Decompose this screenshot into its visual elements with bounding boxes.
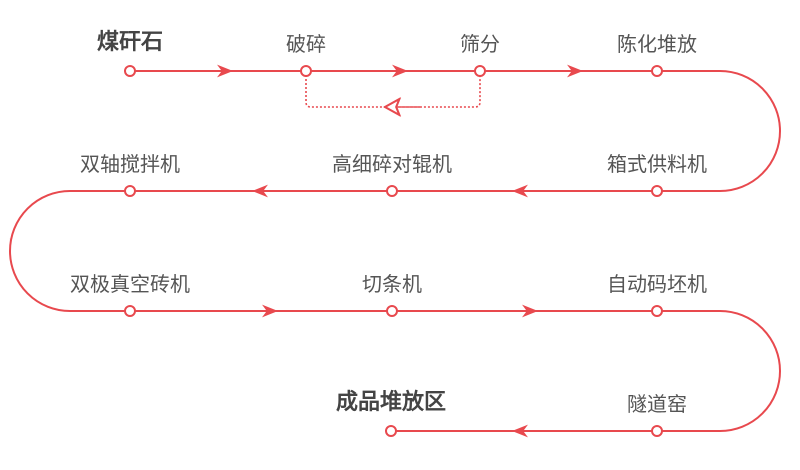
- node-label-box-feeder: 箱式供料机: [607, 152, 707, 176]
- node-marker: [124, 305, 136, 317]
- node-marker: [386, 305, 398, 317]
- node-label-twin-shaft-mixer: 双轴搅拌机: [80, 152, 180, 176]
- flow-turn-1: [657, 70, 781, 192]
- node-label-vacuum-brick-machine: 双极真空砖机: [70, 272, 190, 296]
- node-marker: [651, 65, 663, 77]
- node-label-strip-cutter: 切条机: [362, 272, 422, 296]
- node-label-screening: 筛分: [460, 32, 500, 56]
- node-label-aging-stack: 陈化堆放: [617, 32, 697, 56]
- node-marker: [474, 65, 486, 77]
- node-marker: [651, 185, 663, 197]
- node-marker: [124, 185, 136, 197]
- node-marker: [386, 185, 398, 197]
- node-label-coal-gangue: 煤矸石: [96, 30, 164, 55]
- node-marker: [385, 425, 397, 437]
- node-marker: [651, 305, 663, 317]
- node-marker: [651, 425, 663, 437]
- feedback-loop-line: [305, 71, 481, 108]
- node-label-crushing: 破碎: [286, 32, 326, 56]
- node-marker: [124, 65, 136, 77]
- node-markers: [124, 65, 663, 437]
- node-marker: [300, 65, 312, 77]
- node-label-fine-roller-crusher: 高细碎对辊机: [332, 152, 452, 176]
- node-label-finished-product-area: 成品堆放区: [335, 390, 447, 415]
- node-label-tunnel-kiln: 隧道窑: [627, 392, 687, 416]
- flow-turn-2: [9, 190, 71, 312]
- flow-turn-3: [719, 310, 781, 432]
- node-label-auto-setting-machine: 自动码坯机: [607, 272, 707, 296]
